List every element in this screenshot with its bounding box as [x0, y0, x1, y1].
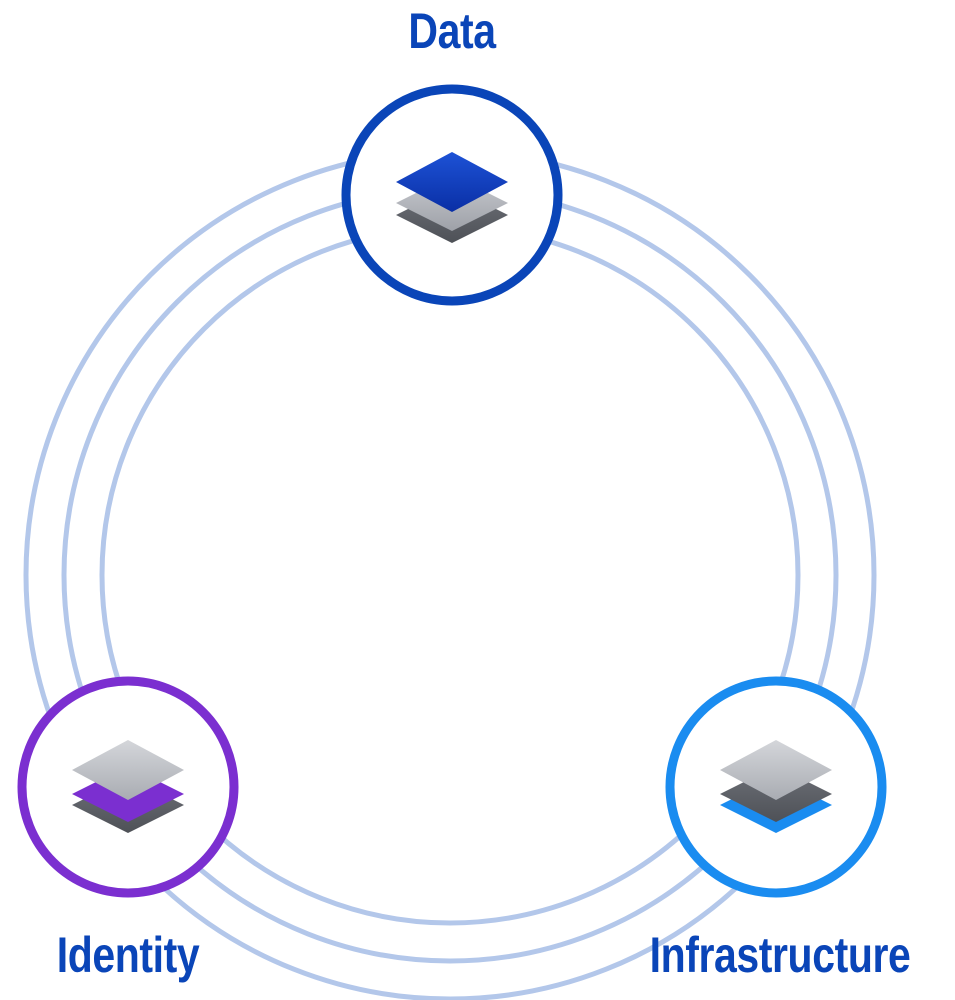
- layers-icon: [72, 740, 184, 833]
- node-identity[interactable]: [17, 676, 239, 898]
- node-label-infrastructure: Infrastructure: [649, 927, 911, 983]
- node-data[interactable]: [341, 84, 563, 306]
- node-infrastructure[interactable]: [665, 676, 887, 898]
- layers-icon: [396, 152, 508, 243]
- node-label-data: Data: [408, 3, 496, 59]
- layers-icon: [720, 740, 832, 833]
- node-label-identity: Identity: [56, 927, 200, 983]
